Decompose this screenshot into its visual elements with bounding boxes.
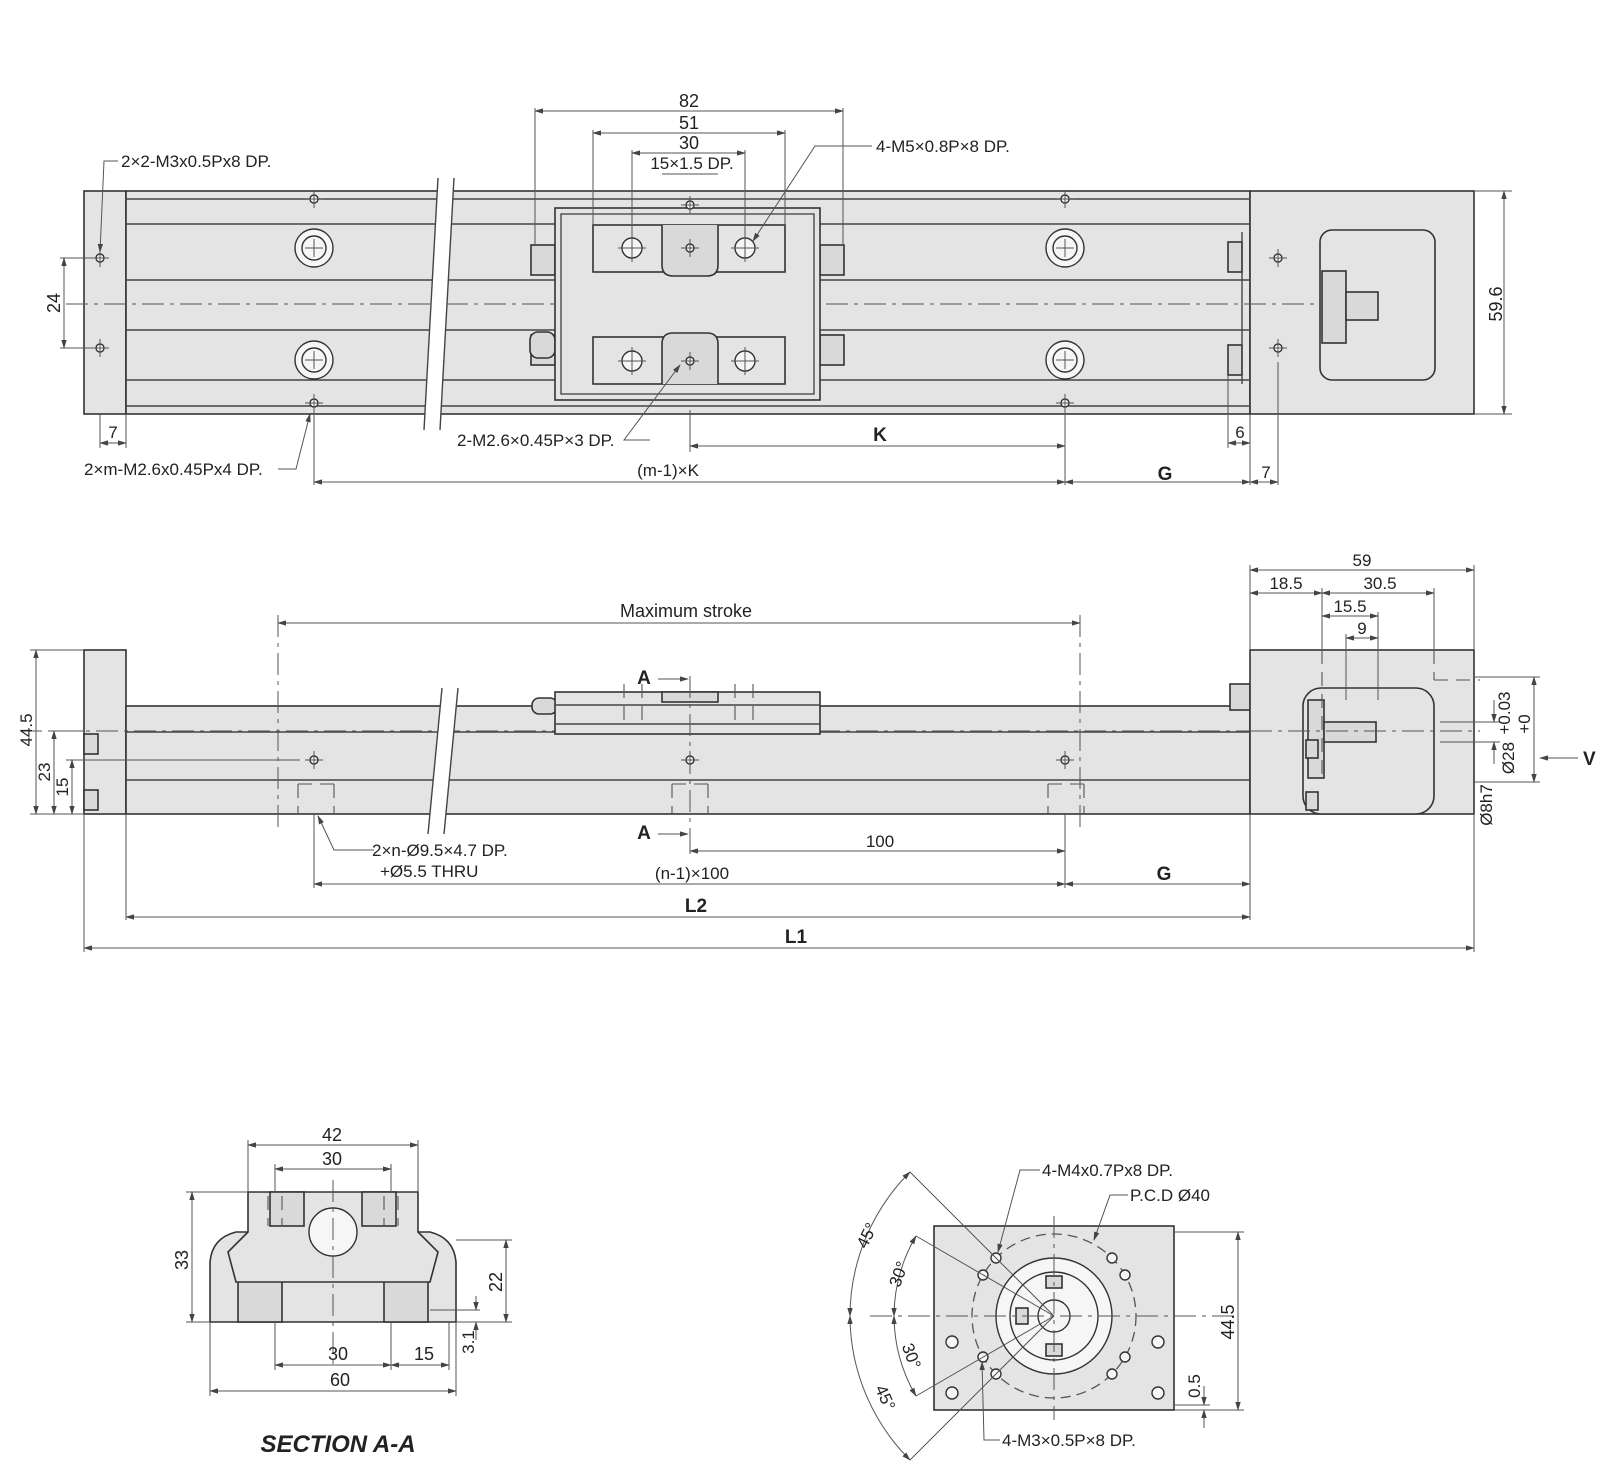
dim-30-5: 30.5 — [1363, 574, 1396, 593]
flange-mount-hole — [945, 1386, 959, 1400]
dim-15-5: 15.5 — [1333, 597, 1366, 616]
callout-m2-6-carriage: 2-M2.6×0.45P×3 DP. — [457, 431, 615, 450]
base-mount-hole — [1045, 228, 1085, 268]
dim-44-5-end: 44.5 — [1218, 1304, 1238, 1339]
callout-pcd: P.C.D Ø40 — [1130, 1186, 1210, 1205]
dim-24: 24 — [44, 293, 64, 313]
dim-18-5: 18.5 — [1269, 574, 1302, 593]
top-carriage — [529, 195, 845, 401]
base-mount-hole — [294, 228, 334, 268]
break-mark — [424, 178, 454, 430]
dim-0-5: 0.5 — [1185, 1374, 1204, 1398]
side-view: Maximum stroke 59 18.5 30.5 15.5 9 A A — [17, 551, 1596, 952]
maximum-stroke-label: Maximum stroke — [620, 601, 752, 621]
m3-tap-hole — [1119, 1351, 1131, 1363]
dim-30-top: 30 — [322, 1149, 342, 1169]
dim-7-left: 7 — [108, 423, 117, 442]
flange-mount-hole — [1151, 1335, 1165, 1349]
callout-m5-tap: 4-M5×0.8P×8 DP. — [876, 137, 1010, 156]
section-title: SECTION A-A — [260, 1431, 415, 1458]
dim-L2: L2 — [685, 896, 707, 917]
dim-7-right: 7 — [1261, 463, 1270, 482]
callout-counterbore-2: +Ø5.5 THRU — [380, 862, 478, 881]
m3-tap-hole — [1119, 1269, 1131, 1281]
section-arrow-A-top: A — [637, 668, 651, 689]
tol-zero: +0 — [1515, 714, 1534, 733]
dim-51: 51 — [679, 113, 699, 133]
dim-L1: L1 — [785, 927, 808, 948]
dim-60: 60 — [330, 1370, 350, 1390]
tol-plus-0-03: +0.03 — [1495, 691, 1514, 734]
side-end-cap-left — [83, 649, 127, 815]
dim-3-1: 3.1 — [459, 1330, 478, 1354]
dim-42: 42 — [322, 1125, 342, 1145]
dim-15-section: 15 — [414, 1344, 434, 1364]
dim-15x1-5: 15×1.5 DP. — [650, 154, 733, 173]
callout-m4-tap: 4-M4x0.7Px8 DP. — [1042, 1161, 1173, 1180]
side-carriage — [531, 684, 821, 735]
dim-44-5-side: 44.5 — [17, 713, 36, 746]
angle-45-top: 45° — [853, 1220, 881, 1251]
end-view: 45° 30° 30° 45° 4-M4x0.7Px8 DP. P.C.D Ø4… — [847, 1161, 1244, 1461]
dim-82: 82 — [679, 91, 699, 111]
angle-30-bottom: 30° — [898, 1341, 925, 1372]
callout-counterbore-1: 2×n-Ø9.5×4.7 DP. — [372, 841, 508, 860]
m4-tap-hole — [1106, 1368, 1118, 1380]
angle-30-top: 30° — [886, 1259, 913, 1290]
dim-100: 100 — [866, 832, 894, 851]
dim-G-top: G — [1158, 464, 1173, 485]
dim-n1-100: (n-1)×100 — [655, 864, 729, 883]
dim-d28: Ø28 — [1499, 742, 1518, 774]
dim-23: 23 — [35, 763, 54, 782]
dim-59: 59 — [1353, 551, 1372, 570]
dim-59-6: 59.6 — [1486, 286, 1506, 321]
section-view: 42 30 33 22 3.1 30 15 60 SECTION A-A — [172, 1125, 512, 1458]
dim-33: 33 — [172, 1250, 192, 1270]
section-arrow-A-bottom: A — [637, 823, 651, 844]
callout-m3-end-tap: 2×2-M3x0.5Px8 DP. — [121, 152, 271, 171]
callout-m3-tap: 4-M3×0.5P×8 DP. — [1002, 1431, 1136, 1450]
dim-30-bottom: 30 — [328, 1344, 348, 1364]
dim-6: 6 — [1235, 423, 1244, 442]
angle-45-bottom: 45° — [871, 1382, 899, 1413]
dim-G-side: G — [1157, 864, 1172, 885]
dim-K: K — [873, 425, 887, 446]
dim-m1-K: (m-1)×K — [637, 461, 700, 480]
callout-m2-6-base: 2×m-M2.6x0.45Px4 DP. — [84, 460, 263, 479]
dim-9: 9 — [1357, 619, 1366, 638]
base-mount-hole — [1045, 340, 1085, 380]
dim-15-side: 15 — [53, 778, 72, 797]
top-end-cap-left — [83, 190, 127, 415]
top-view: 82 51 30 15×1.5 DP. 4-M5×0.8P×8 DP. 2×2-… — [44, 91, 1512, 485]
base-mount-hole — [294, 340, 334, 380]
dim-30: 30 — [679, 133, 699, 153]
flange-mount-hole — [945, 1335, 959, 1349]
dim-22: 22 — [486, 1272, 506, 1292]
flange-mount-hole — [1151, 1386, 1165, 1400]
m4-tap-hole — [1106, 1252, 1118, 1264]
dim-d8h7: Ø8h7 — [1477, 784, 1496, 826]
view-arrow-V: V — [1583, 749, 1596, 770]
